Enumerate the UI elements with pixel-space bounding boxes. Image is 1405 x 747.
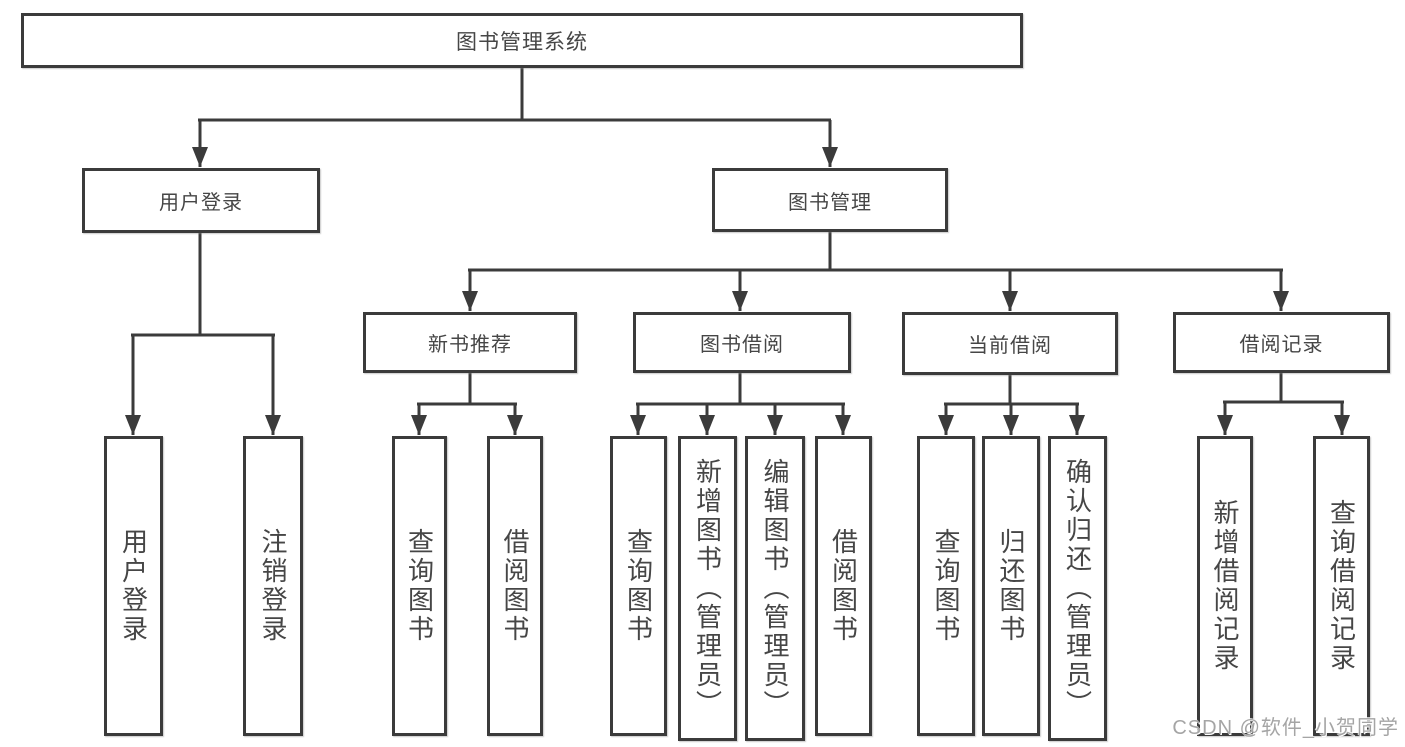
node-borrowing-records: 借阅记录 (1173, 312, 1390, 373)
node-borrow-books: 借阅图书 (487, 436, 543, 736)
node-label: 图书管理系统 (456, 30, 588, 54)
node-label: 确认归还（管理员） (1062, 458, 1093, 719)
node-add-books-admin: 新增图书（管理员） (678, 436, 737, 741)
node-label: 新书推荐 (428, 334, 512, 356)
node-label: 查询借阅记录 (1326, 499, 1357, 673)
node-label: 注销登录 (258, 528, 288, 644)
node-query-books: 查询图书 (392, 436, 447, 736)
node-confirm-return-admin: 确认归还（管理员） (1048, 436, 1107, 741)
node-leaf-logout: 注销登录 (243, 436, 303, 736)
node-query-borrowing-record: 查询借阅记录 (1313, 436, 1370, 736)
node-label: 借阅记录 (1239, 334, 1324, 356)
node-edit-books-admin: 编辑图书（管理员） (745, 436, 805, 741)
node-label: 图书借阅 (700, 334, 784, 356)
node-label: 用户登录 (118, 528, 149, 644)
node-book-borrowing: 图书借阅 (633, 312, 851, 373)
node-label: 新增图书（管理员） (692, 458, 723, 719)
node-query-books: 查询图书 (917, 436, 975, 736)
node-leaf-user-login: 用户登录 (104, 436, 163, 736)
node-label: 查询图书 (931, 528, 961, 644)
node-label: 编辑图书（管理员） (760, 458, 790, 719)
node-label: 图书管理 (788, 191, 872, 214)
csdn-watermark: CSDN @软件_小贺同学 (1172, 717, 1399, 739)
node-label: 用户登录 (159, 192, 243, 214)
node-borrow-books: 借阅图书 (815, 436, 872, 736)
node-label: 当前借阅 (968, 335, 1052, 357)
node-query-books: 查询图书 (610, 436, 667, 736)
node-label: 新增借阅记录 (1210, 499, 1240, 673)
node-library-management-system: 图书管理系统 (21, 13, 1023, 68)
node-label: 借阅图书 (828, 528, 859, 644)
node-book-management: 图书管理 (712, 168, 948, 232)
node-label: 借阅图书 (500, 528, 530, 644)
node-label: 归还图书 (996, 528, 1026, 644)
node-new-book-recommendation: 新书推荐 (363, 312, 577, 373)
node-user-login: 用户登录 (82, 168, 320, 233)
node-label: 查询图书 (623, 528, 654, 644)
node-add-borrowing-record: 新增借阅记录 (1197, 436, 1253, 736)
node-current-borrowing: 当前借阅 (902, 312, 1118, 375)
node-label: 查询图书 (404, 528, 435, 644)
node-return-books: 归还图书 (982, 436, 1040, 736)
